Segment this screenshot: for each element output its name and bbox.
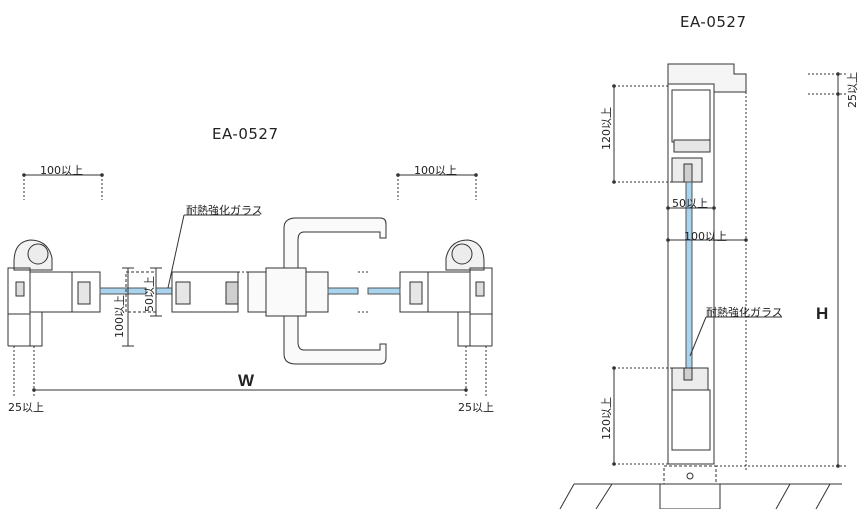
section-glass-label: 耐熱強化ガラス [706,306,783,319]
section-dim-50: 50以上 [672,197,708,210]
section-lower-bead [671,367,711,451]
section-right-dims [716,72,846,468]
section-title: EA-0527 [680,13,747,31]
plan-title: EA-0527 [212,125,279,143]
section-threshold [559,465,842,509]
section-height-symbol: H [816,304,829,323]
door-handle [247,217,387,365]
section-left-dims [612,84,686,466]
section-dim-25: 25以上 [846,72,859,108]
left-door-stile [171,271,248,313]
section-dim-120-bottom: 120以上 [600,397,613,440]
plan-dim-top-left: 100以上 [40,164,83,177]
plan-top-dimensions [22,173,478,200]
left-frame [7,267,101,347]
section-view [559,63,846,509]
right-frame [399,267,493,347]
section-dim-120-top: 120以上 [600,107,613,150]
plan-glass-leader [167,214,260,289]
plan-width-dimension [13,346,487,398]
plan-dim-bottom-right: 25以上 [458,401,494,414]
plan-glass-label: 耐熱強化ガラス [186,204,263,217]
section-upper-bead [671,157,703,183]
plan-dim-50: 50以上 [143,276,156,312]
right-hinge [445,239,485,271]
section-dim-100: 100以上 [684,230,727,243]
plan-dim-top-right: 100以上 [414,164,457,177]
plan-glass-right [327,271,401,313]
section-head [667,63,747,465]
plan-section-dims [122,267,162,347]
plan-width-symbol: W [238,371,255,390]
plan-dim-bottom-left: 25以上 [8,401,44,414]
left-hinge [13,239,53,271]
plan-dim-100: 100以上 [113,295,126,338]
section-glass-leader [689,316,782,357]
section-horizontal-dims [666,92,748,470]
plan-view [7,173,493,398]
